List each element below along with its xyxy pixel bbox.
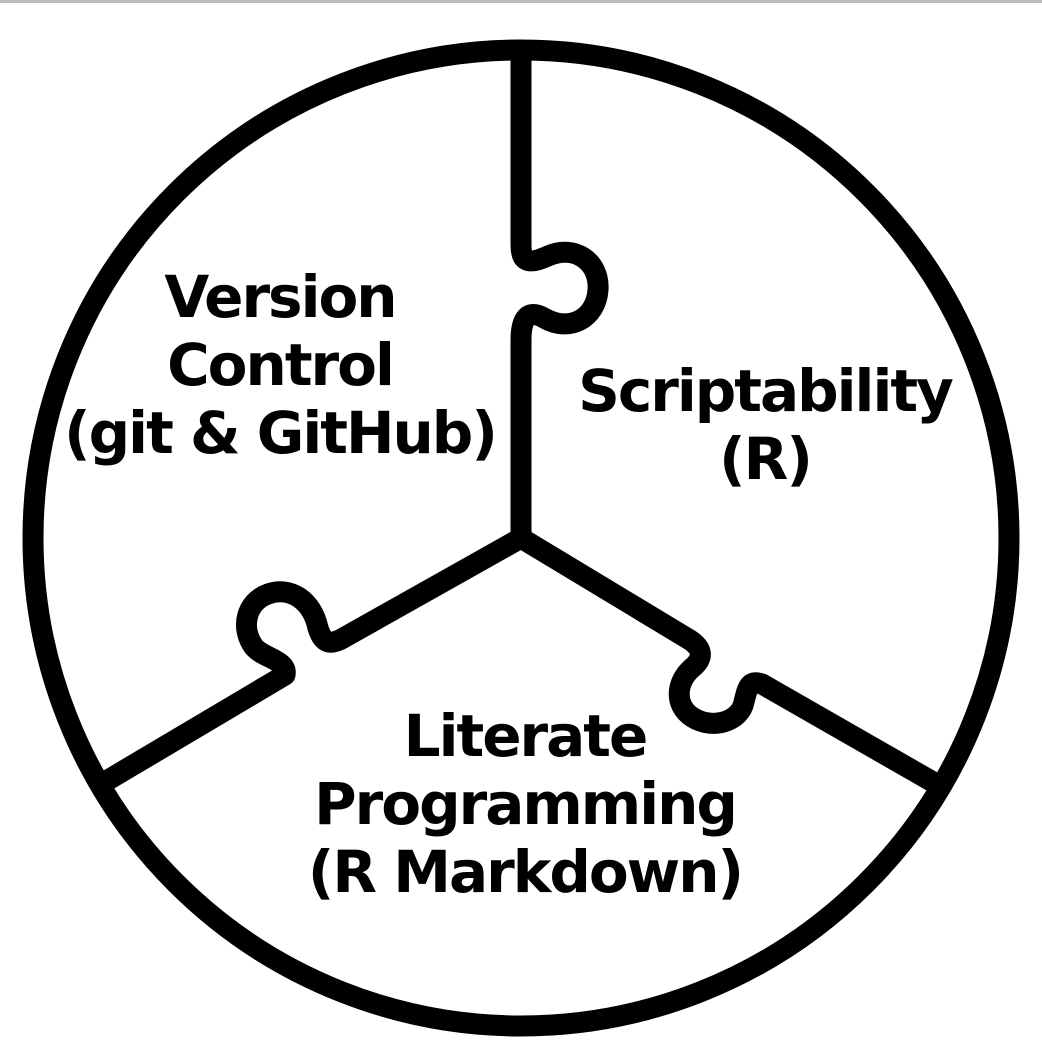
top-border: [0, 0, 1042, 3]
seam-right: [510, 527, 951, 797]
piece-version-control-label: Version Control (git & GitHub): [50, 263, 510, 468]
seam-top: [510, 51, 609, 549]
piece-scriptability-label: Scriptability (R): [540, 357, 990, 494]
label-line: Scriptability: [578, 357, 954, 425]
label-line: (R Markdown): [307, 837, 744, 906]
label-line: (git & GitHub): [64, 398, 498, 467]
label-line: Control: [167, 330, 395, 399]
label-line: Version: [164, 263, 397, 331]
label-line: Programming: [314, 769, 738, 838]
label-line: (R): [719, 424, 813, 493]
piece-literate-programming-label: Literate Programming (R Markdown): [260, 702, 790, 907]
seam-left: [97, 527, 532, 791]
label-line: Literate: [403, 702, 649, 770]
outer-circle: [22, 39, 1020, 1037]
